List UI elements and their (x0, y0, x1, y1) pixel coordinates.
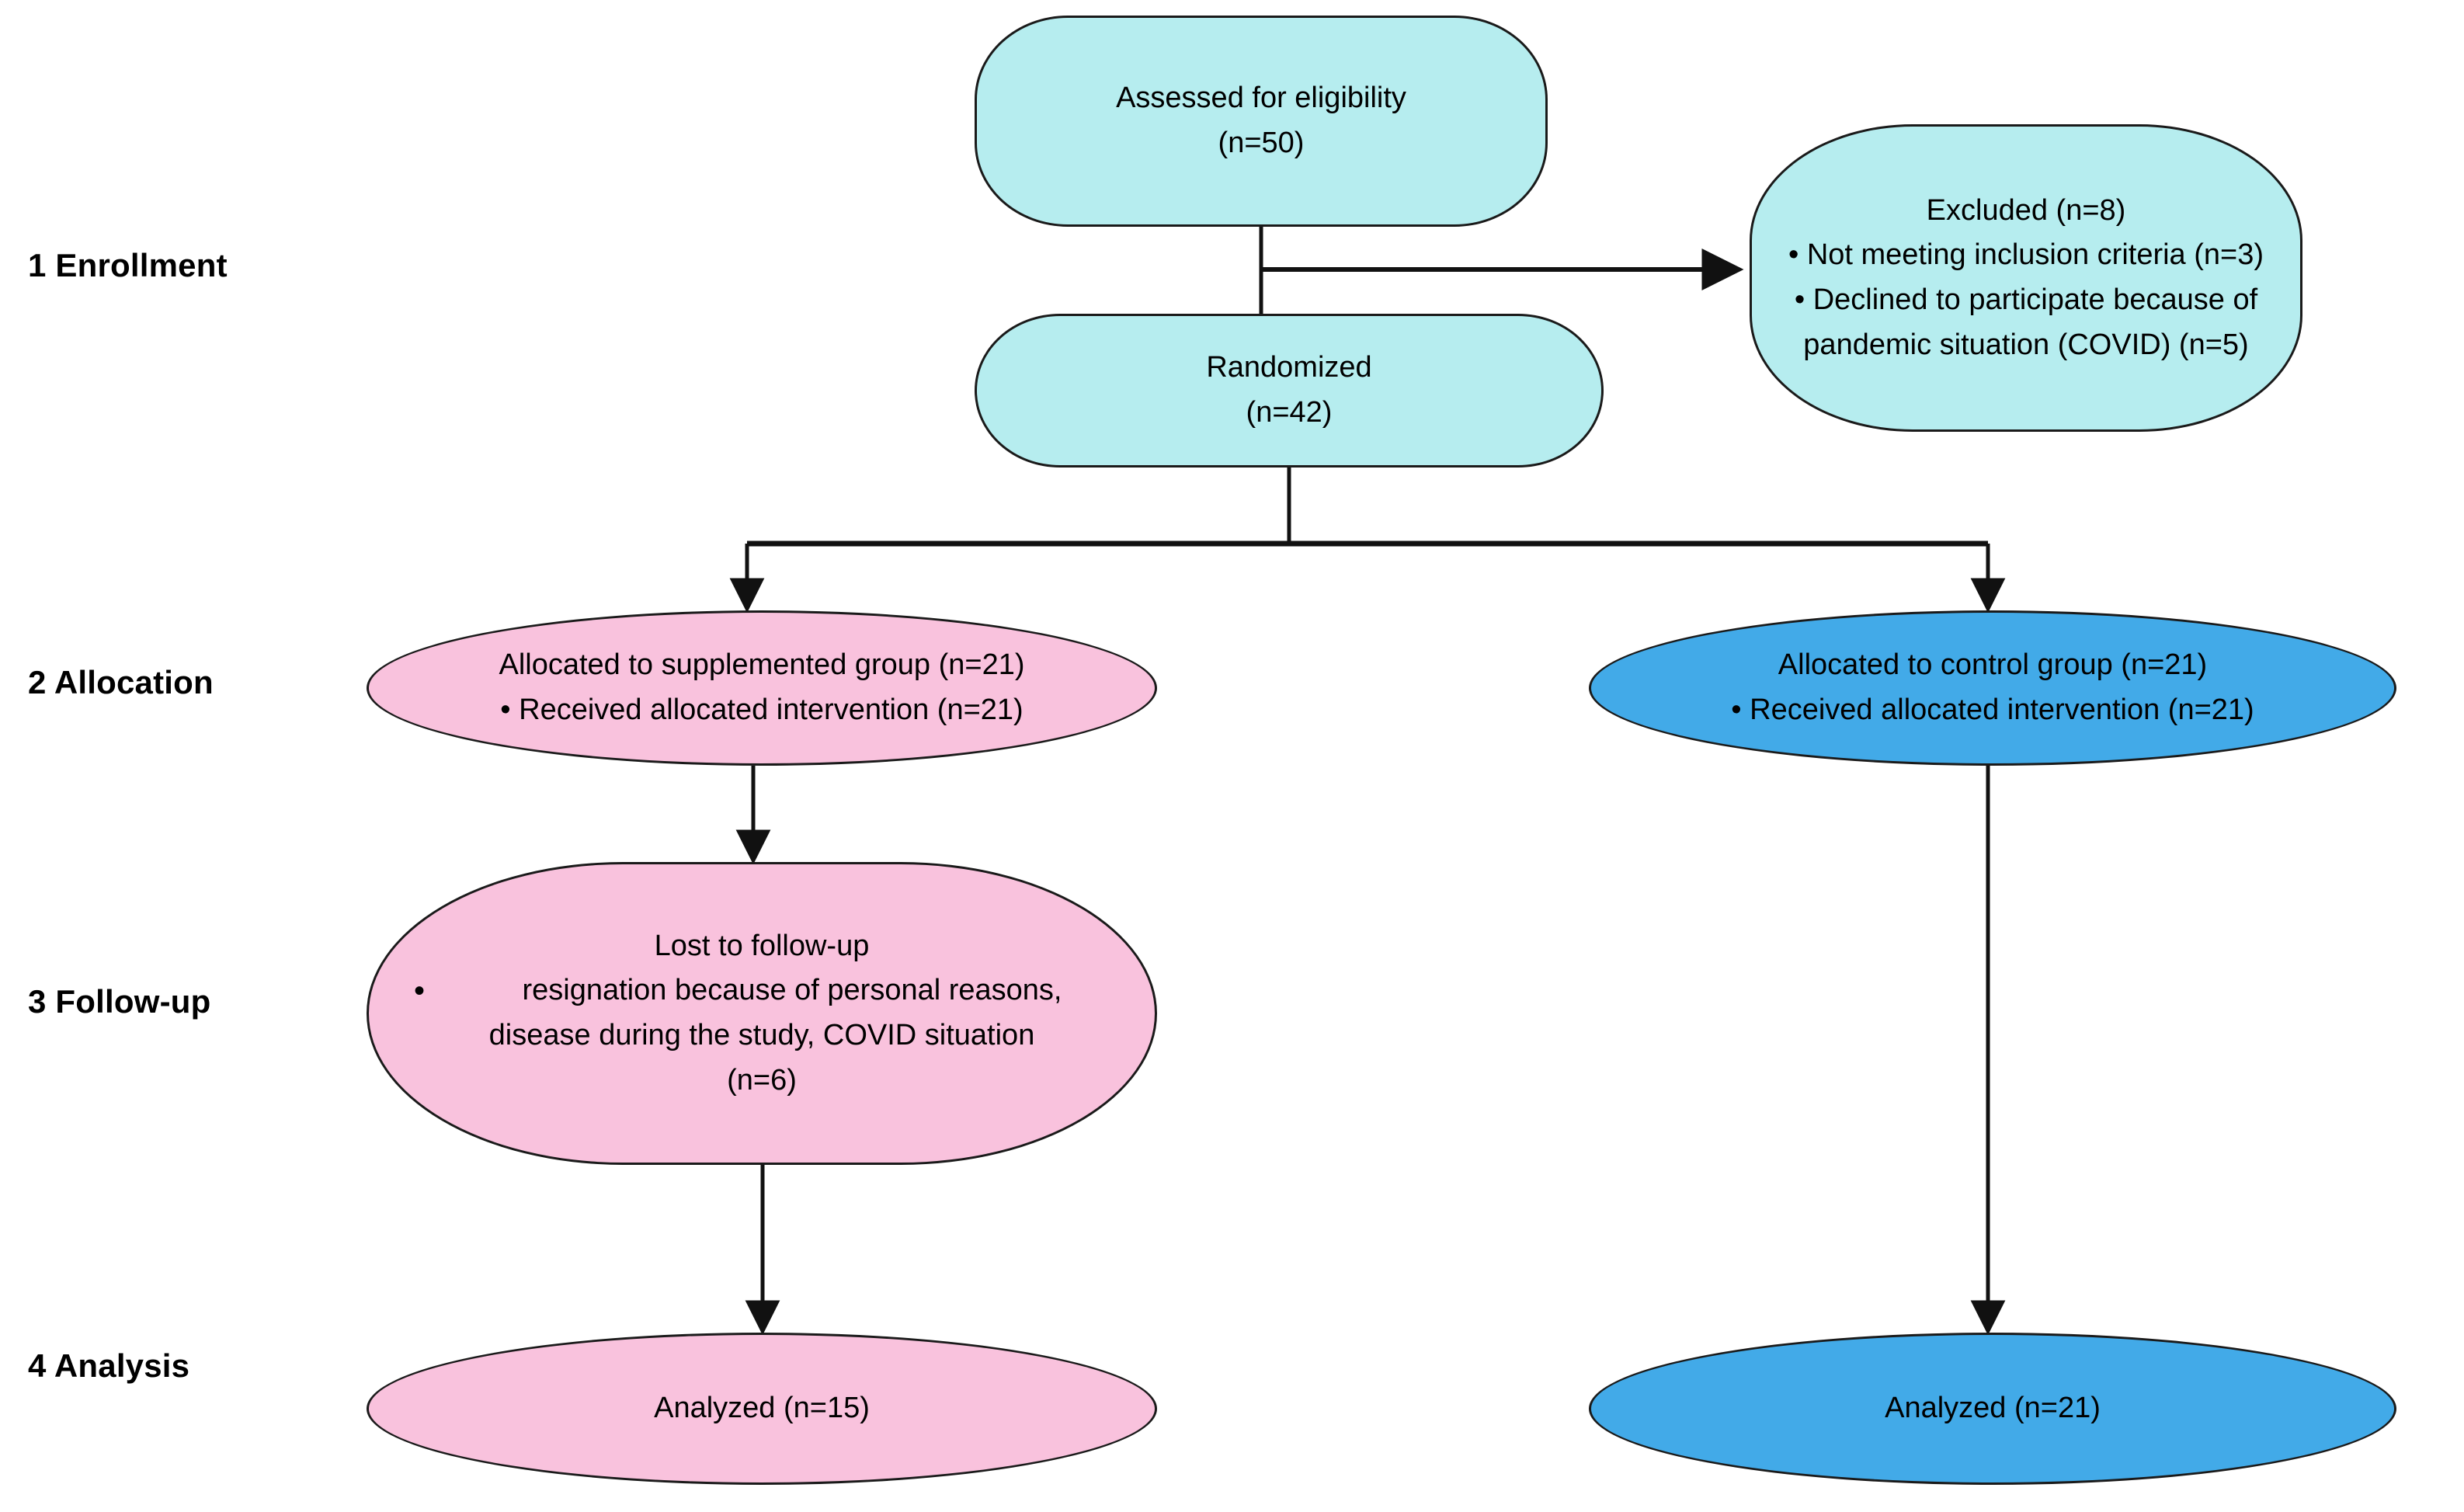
node-randomized-title: Randomized (1206, 351, 1372, 384)
node-assessed-count: (n=50) (1218, 127, 1305, 159)
node-allocated-supplemented-group: Allocated to supplemented group (n=21) •… (367, 610, 1157, 766)
node-lost-to-follow-up: Lost to follow-up • resignation because … (367, 862, 1157, 1165)
stage-label-allocation: 2 Allocation (28, 664, 214, 700)
stage-label-followup: 3 Follow-up (28, 983, 211, 1020)
node-alloc-supp-received: • Received allocated intervention (n=21) (500, 693, 1023, 726)
node-alloc-supp-title: Allocated to supplemented group (n=21) (499, 648, 1025, 682)
node-alloc-ctrl-received: • Received allocated intervention (n=21) (1731, 693, 2254, 726)
node-analyzed-ctrl-label: Analyzed (n=21) (1885, 1392, 2101, 1425)
node-excluded-reason-2-a: • Declined to participate because of (1794, 283, 2258, 316)
stage-label-analysis: 4 Analysis (28, 1347, 190, 1384)
node-lost-title: Lost to follow-up (654, 929, 870, 962)
node-lost-count: (n=6) (727, 1063, 797, 1097)
node-lost-reason-line-1: resignation because of personal reasons, (522, 974, 1062, 1007)
node-randomized-count: (n=42) (1246, 396, 1333, 429)
node-analyzed-supp-label: Analyzed (n=15) (654, 1392, 870, 1425)
node-alloc-ctrl-title: Allocated to control group (n=21) (1778, 648, 2208, 682)
node-randomized: Randomized (n=42) (975, 314, 1604, 468)
node-excluded-reason-1: • Not meeting inclusion criteria (n=3) (1788, 238, 2264, 272)
node-lost-reason-line-2: disease during the study, COVID situatio… (488, 1019, 1035, 1051)
bullet-icon: • (413, 974, 425, 1009)
stage-label-enrollment: 1 Enrollment (28, 247, 228, 283)
node-lost-reason-row: • resignation because of personal reason… (389, 968, 1135, 1013)
node-excluded-title: Excluded (n=8) (1926, 193, 2126, 227)
node-assessed-for-eligibility: Assessed for eligibility (n=50) (975, 16, 1548, 227)
node-analyzed-supplemented: Analyzed (n=15) (367, 1333, 1157, 1485)
node-assessed-line1: Assessed for eligibility (1116, 82, 1406, 115)
node-excluded: Excluded (n=8) • Not meeting inclusion c… (1750, 124, 2302, 432)
node-analyzed-control: Analyzed (n=21) (1589, 1333, 2396, 1485)
node-excluded-reason-2-b: pandemic situation (COVID) (n=5) (1803, 328, 2249, 361)
node-allocated-control-group: Allocated to control group (n=21) • Rece… (1589, 610, 2396, 766)
